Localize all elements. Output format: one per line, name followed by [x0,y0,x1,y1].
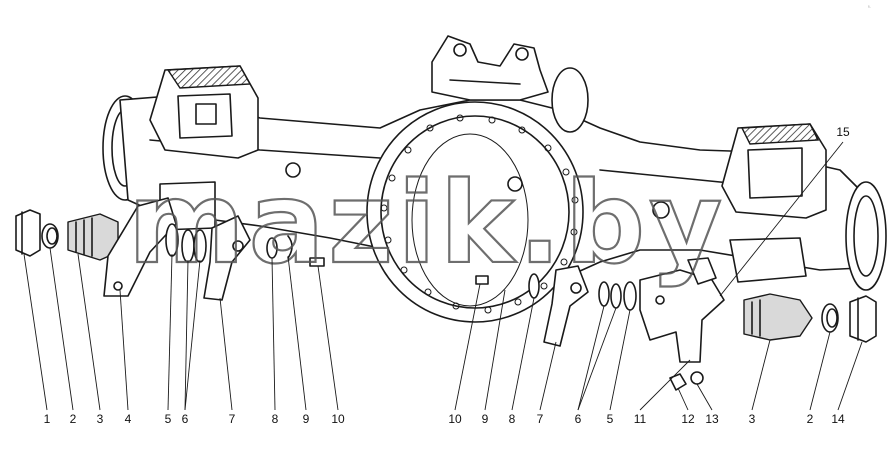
callout-label: 13 [705,412,719,426]
callout-label: 15 [836,125,850,139]
callout-label: 8 [272,412,279,426]
callout-label: 1 [44,412,51,426]
callout-label: 10 [448,412,462,426]
callout-label: 9 [303,412,310,426]
callout-label: 5 [607,412,614,426]
callout-label: 5 [165,412,172,426]
callout-label: 7 [537,412,544,426]
callout-label: 8 [509,412,516,426]
callout-labels: 1 2 3 4 5 6 7 8 9 10 10 9 8 7 6 5 11 12 … [44,125,850,426]
callout-label: 7 [229,412,236,426]
callout-label: 14 [831,412,845,426]
callout-label: 11 [634,412,647,426]
callout-label: 3 [749,412,756,426]
callout-label: 10 [331,412,345,426]
callout-label: 3 [97,412,104,426]
callout-label: 2 [807,412,814,426]
watermark: mazik.by [128,159,726,289]
callout-label: 6 [575,412,582,426]
callout-label: 9 [482,412,489,426]
callout-label: 2 [70,412,77,426]
callout-label: 12 [681,412,695,426]
left-exploded-parts [15,197,325,301]
callout-label: 4 [125,412,132,426]
callout-label: 6 [182,412,189,426]
right-exploded-parts [475,257,877,391]
leader-lines [23,141,863,411]
corner-mark: ᵖ̶ [868,4,872,9]
